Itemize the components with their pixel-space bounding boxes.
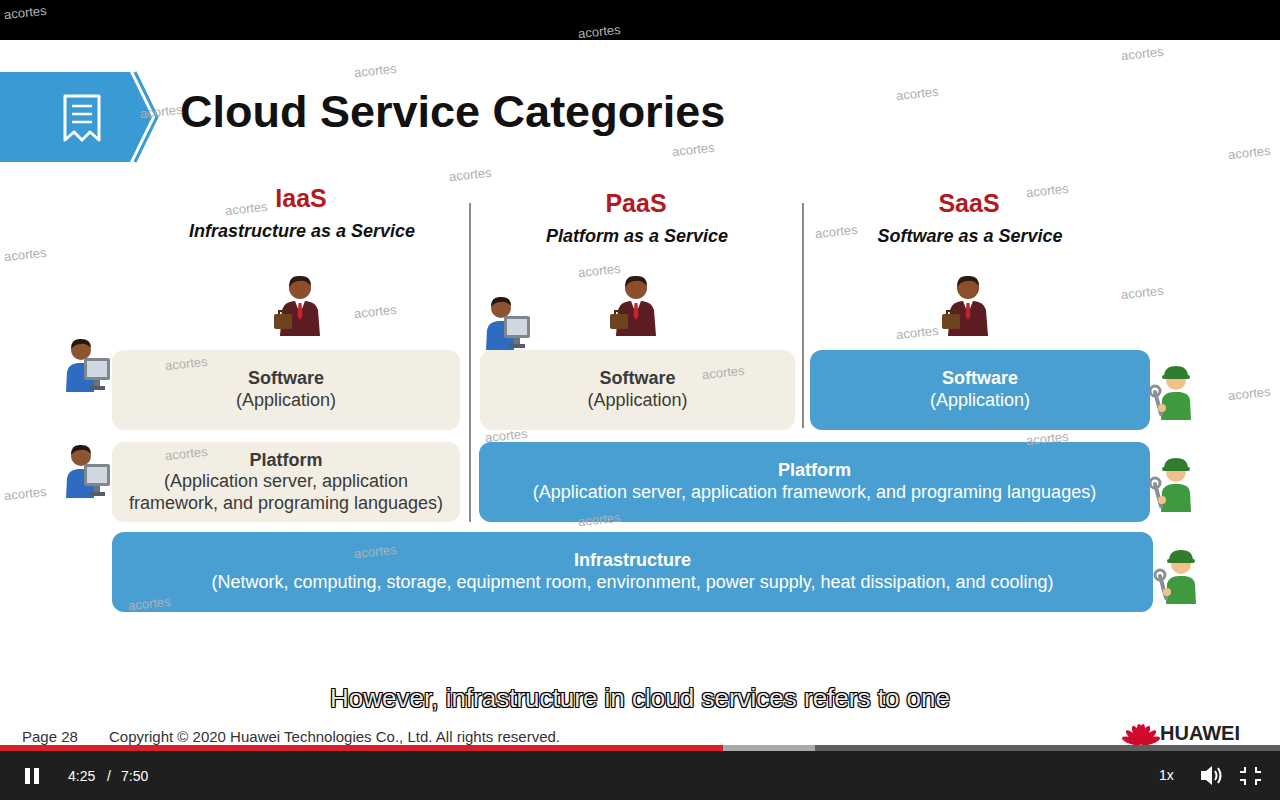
user-icon [66, 445, 110, 498]
layer-detail: (Application) [236, 390, 336, 412]
document-icon [65, 96, 99, 140]
service-layer-box: Infrastructure(Network, computing, stora… [112, 532, 1153, 612]
page-number: Page 28 [22, 728, 78, 745]
current-time: 4:25 [68, 768, 95, 784]
fullscreen-icon [1240, 767, 1261, 785]
video-subtitle: However, infrastructure in cloud service… [330, 683, 950, 714]
slide-ground [0, 40, 1280, 745]
service-layer-box: Software(Application) [480, 350, 795, 430]
layer-name: Platform [249, 450, 322, 472]
customer-icon [610, 276, 656, 336]
layer-name: Software [248, 368, 324, 390]
document-lines [72, 106, 92, 122]
playback-speed: 1x [1159, 767, 1174, 783]
time-separator: / [107, 768, 111, 784]
top-bar [0, 0, 1280, 40]
progress-buffer [0, 745, 815, 751]
service-acronym: SaaS [938, 189, 999, 218]
header-band [0, 72, 152, 162]
layer-name: Software [599, 368, 675, 390]
header-badge [0, 72, 157, 162]
progress-track [0, 745, 1280, 751]
pause-icon [25, 768, 30, 784]
service-layer-box: Software(Application) [810, 350, 1150, 430]
service-name: Infrastructure as a Service [189, 221, 415, 242]
service-acronym: IaaS [275, 184, 326, 213]
column-separator [469, 203, 471, 522]
customer-icon [274, 276, 320, 336]
copyright-notice: Copyright © 2020 Huawei Technologies Co.… [109, 728, 560, 745]
user-icon [486, 297, 530, 350]
service-name: Software as a Service [877, 226, 1062, 247]
service-acronym: PaaS [605, 189, 666, 218]
provider-icon [1150, 366, 1191, 420]
brand-name: HUAWEI [1160, 722, 1240, 745]
layer-name: Platform [778, 460, 851, 482]
progress-played [0, 745, 723, 751]
column-separator [802, 203, 804, 428]
layer-name: Infrastructure [574, 550, 691, 572]
control-bar [0, 751, 1280, 800]
total-time: 7:50 [121, 768, 148, 784]
customer-icon [942, 276, 988, 336]
layer-name: Software [942, 368, 1018, 390]
layer-detail: (Application server, application framewo… [533, 482, 1096, 504]
huawei-logo [1121, 724, 1161, 747]
service-layer-box: Software(Application) [112, 350, 460, 430]
user-icon [66, 339, 110, 392]
layer-detail: (Network, computing, storage, equipment … [211, 572, 1053, 594]
pause-icon [34, 768, 39, 784]
service-name: Platform as a Service [546, 226, 728, 247]
volume-icon [1201, 766, 1212, 785]
layer-detail: (Application server, application framewo… [118, 471, 454, 514]
layer-detail: (Application) [587, 390, 687, 412]
provider-icon [1155, 550, 1196, 604]
service-layer-box: Platform(Application server, application… [479, 442, 1150, 522]
volume-waves [1215, 768, 1221, 783]
provider-icon [1150, 458, 1191, 512]
service-layer-box: Platform(Application server, application… [112, 442, 460, 522]
slide-title: Cloud Service Categories [180, 86, 725, 138]
layer-detail: (Application) [930, 390, 1030, 412]
